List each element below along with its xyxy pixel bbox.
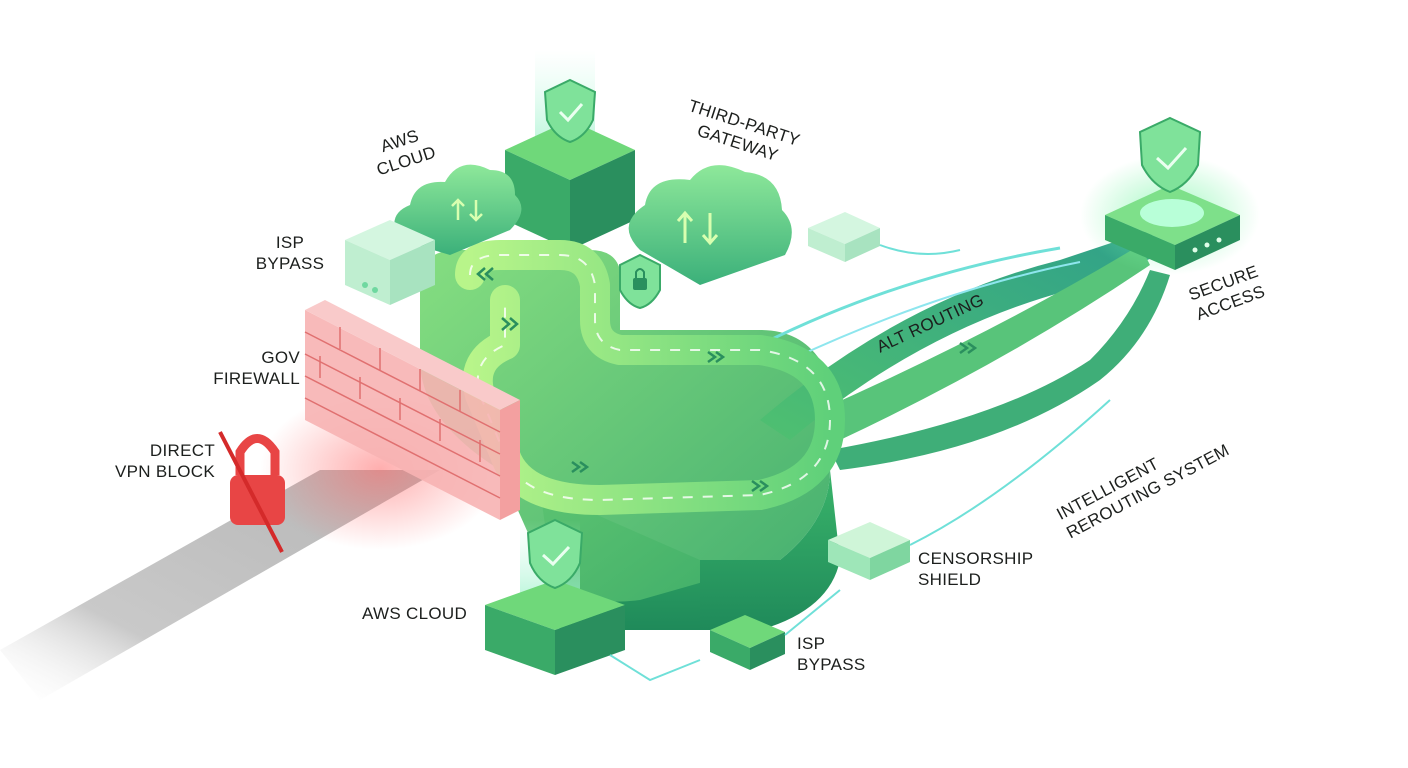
padlock-icon (619, 253, 661, 310)
cloud-sync-icon (628, 165, 792, 285)
cloud-sync-icon (394, 164, 522, 255)
shield-check-icon (543, 78, 597, 144)
shield-check-icon (526, 518, 584, 590)
circuit-chip-icon (808, 212, 880, 262)
secure-access-node (1080, 155, 1260, 275)
brick-firewall-icon (304, 300, 520, 520)
circuit-chip-icon (710, 615, 785, 670)
blocked-padlock-icon (218, 431, 285, 553)
shield-check-icon (1138, 116, 1202, 194)
alt-routing-paths (759, 230, 1170, 470)
direct-vpn-block-label: DIRECT VPN BLOCK (114, 441, 215, 481)
connector-lines (609, 244, 1111, 682)
censorship-shield-label: CENSORSHIP SHIELD (918, 549, 1034, 589)
direction-chevrons (476, 267, 978, 493)
circuit-chip-icon (828, 522, 910, 580)
aws-cloud-bottom-label: AWS CLOUD (362, 604, 468, 623)
gov-firewall-label: GOV FIREWALL (213, 348, 300, 388)
isp-bypass-bottom-label: ISP BYPASS (797, 634, 866, 674)
circuit-chip-icon (345, 220, 435, 305)
isp-bypass-left-label: ISP BYPASS (255, 233, 325, 273)
